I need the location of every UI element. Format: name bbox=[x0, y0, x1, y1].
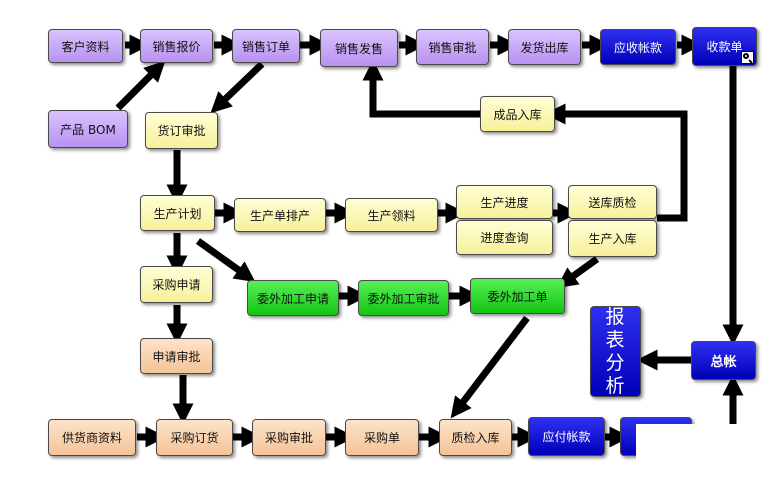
node-purchase-review[interactable]: 采购审批 bbox=[252, 419, 326, 456]
node-purchase-request[interactable]: 采购申请 bbox=[140, 266, 213, 303]
node-send-qc[interactable]: 送库质检 bbox=[568, 185, 657, 219]
node-payable[interactable]: 应付帐款 bbox=[528, 417, 605, 456]
arrow-finishedin-to-ship bbox=[362, 59, 480, 118]
node-receivable[interactable]: 应收帐款 bbox=[600, 29, 676, 65]
node-customer-data[interactable]: 客户资料 bbox=[48, 29, 123, 63]
arrow-order-to-orderreview bbox=[210, 61, 265, 114]
node-production-schedule[interactable]: 生产单排产 bbox=[234, 198, 326, 232]
node-outsource-order[interactable]: 委外加工单 bbox=[470, 278, 565, 314]
node-production-pick[interactable]: 生产领料 bbox=[345, 198, 438, 232]
node-supplier-data[interactable]: 供货商资料 bbox=[48, 419, 136, 456]
node-progress-query[interactable]: 进度查询 bbox=[456, 220, 553, 255]
node-receipt-label: 收款单 bbox=[706, 40, 743, 54]
node-outsource-review[interactable]: 委外加工审批 bbox=[358, 280, 449, 316]
node-ship-out[interactable]: 发货出库 bbox=[508, 29, 581, 65]
node-production-plan[interactable]: 生产计划 bbox=[140, 195, 215, 231]
node-outsource-request[interactable]: 委外加工申请 bbox=[247, 280, 339, 316]
report-char-1: 报 bbox=[605, 305, 626, 328]
node-sales-quote[interactable]: 销售报价 bbox=[140, 29, 213, 63]
node-production-in[interactable]: 生产入库 bbox=[568, 220, 657, 257]
node-finished-in[interactable]: 成品入库 bbox=[480, 96, 555, 132]
report-char-2: 表 bbox=[605, 328, 626, 351]
node-order-review[interactable]: 货订审批 bbox=[145, 112, 218, 149]
node-sales-ship[interactable]: 销售发售 bbox=[320, 29, 398, 67]
node-production-progress[interactable]: 生产进度 bbox=[456, 185, 553, 219]
node-qc-in[interactable]: 质检入库 bbox=[439, 419, 512, 456]
report-char-4: 析 bbox=[605, 374, 626, 397]
magnifier-icon[interactable] bbox=[741, 51, 754, 64]
node-receipt[interactable]: 收款单 bbox=[692, 27, 757, 66]
node-sales-review[interactable]: 销售审批 bbox=[416, 29, 489, 65]
arrow-prodin-to-outorder bbox=[556, 256, 600, 289]
node-sales-order[interactable]: 销售订单 bbox=[232, 29, 300, 63]
arrow-outorder-to-qcin bbox=[450, 315, 530, 419]
node-purchase-order[interactable]: 采购单 bbox=[345, 419, 419, 456]
node-report-analysis[interactable]: 报 表 分 析 bbox=[590, 306, 641, 397]
node-purchase-goods[interactable]: 采购订货 bbox=[156, 419, 233, 456]
cover-panel bbox=[636, 424, 778, 487]
arrow-bom-to-quote bbox=[115, 60, 166, 111]
node-product-bom[interactable]: 产品 BOM bbox=[48, 110, 128, 148]
report-char-3: 分 bbox=[605, 351, 626, 374]
node-request-review[interactable]: 申请审批 bbox=[140, 338, 213, 374]
node-ledger[interactable]: 总帐 bbox=[691, 341, 756, 380]
